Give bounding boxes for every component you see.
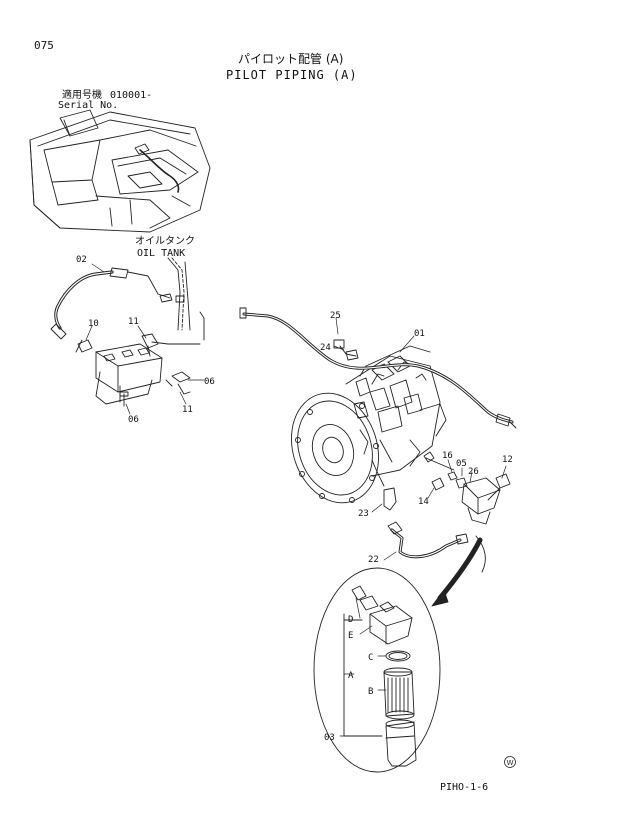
detail-arrow	[437, 537, 483, 601]
serial-value: 010001-	[110, 90, 153, 101]
leader-lines	[85, 263, 507, 737]
callout-25: 25	[330, 311, 341, 321]
oil-tank-label-jp: オイルタンク	[135, 236, 195, 247]
callout-23: 23	[358, 509, 369, 519]
callout-01: 01	[414, 329, 425, 339]
title-jp: パイロット配管 (A)	[238, 52, 344, 66]
pump-assembly-drawing	[291, 345, 447, 511]
callout-11-lower: 11	[182, 405, 193, 415]
machine-outline-drawing	[29, 109, 211, 233]
page-number: 075	[34, 39, 54, 52]
callout-05: 05	[456, 459, 467, 469]
title-en: PILOT PIPING (A)	[226, 68, 358, 82]
callout-11-upper: 11	[128, 317, 139, 327]
callout-C: C	[368, 653, 373, 663]
callout-12: 12	[502, 455, 513, 465]
footer-code: PIHO-1-6	[440, 782, 489, 793]
callout-D: D	[348, 615, 353, 625]
detail-arrow-head	[431, 589, 449, 607]
serial-label-en: Serial No.	[58, 100, 119, 111]
callout-E: E	[348, 631, 353, 641]
filter-head-assembly	[423, 451, 511, 525]
callout-02: 02	[76, 255, 87, 265]
callout-24: 24	[320, 343, 331, 353]
manufacturer-logo: W	[504, 756, 516, 768]
callout-06-right: 06	[204, 377, 215, 387]
callout-A: A	[348, 671, 354, 681]
logo-letter: W	[507, 759, 514, 767]
callout-03: 03	[324, 733, 335, 743]
callout-10: 10	[88, 319, 99, 329]
callout-16: 16	[442, 451, 453, 461]
callout-26: 26	[468, 467, 479, 477]
serial-label-jp: 適用号機	[62, 90, 102, 101]
callout-B: B	[368, 687, 373, 697]
callout-22: 22	[368, 555, 379, 565]
callout-14: 14	[418, 497, 429, 507]
pilot-block-assembly	[50, 257, 205, 407]
callout-labels: 02 10 11 06 11 06 01 25 24 12 16 05 26 1…	[76, 255, 513, 743]
hose-22	[387, 521, 486, 573]
callout-06-lower: 06	[128, 415, 139, 425]
pilot-hose-01	[239, 307, 517, 429]
oil-tank-label-en: OIL TANK	[137, 248, 186, 259]
